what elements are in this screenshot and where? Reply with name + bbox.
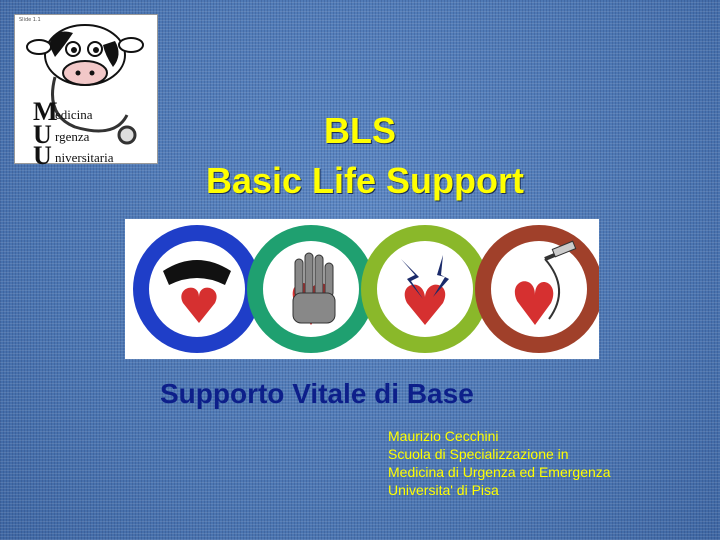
author-block: Maurizio Cecchini Scuola di Specializzaz…	[388, 427, 611, 499]
telephone-heart-icon	[133, 225, 261, 353]
subtitle: Supporto Vitale di Base	[160, 378, 474, 409]
logo-letter-u1: U	[33, 120, 52, 149]
logo-word-medicina: edicina	[55, 107, 93, 122]
muu-logo: Slide 1.1 M U U edicina rgenza niversita…	[14, 14, 158, 169]
logo-word-universitaria: niversitaria	[55, 150, 114, 165]
title-bls: BLS	[324, 110, 396, 151]
hand-heart-icon	[247, 225, 375, 353]
cow-mascot-icon	[26, 24, 144, 145]
logo-letter-u2: U	[33, 141, 52, 170]
author-specialty: Medicina di Urgenza ed Emergenza	[388, 464, 611, 480]
title-basic-life-support: Basic Life Support	[205, 160, 525, 201]
author-name: Maurizio Cecchini	[388, 428, 499, 444]
logo-tiny-label: Slide 1.1	[19, 17, 41, 23]
author-school: Scuola di Specializzazione in	[388, 446, 569, 462]
logo-letter-m: M	[33, 97, 58, 126]
logo-word-urgenza: rgenza	[55, 129, 90, 144]
lightning-heart-icon	[361, 225, 489, 353]
syringe-heart-icon	[475, 225, 603, 353]
author-university: Universita' di Pisa	[388, 482, 499, 498]
chain-of-survival-image	[125, 219, 603, 359]
